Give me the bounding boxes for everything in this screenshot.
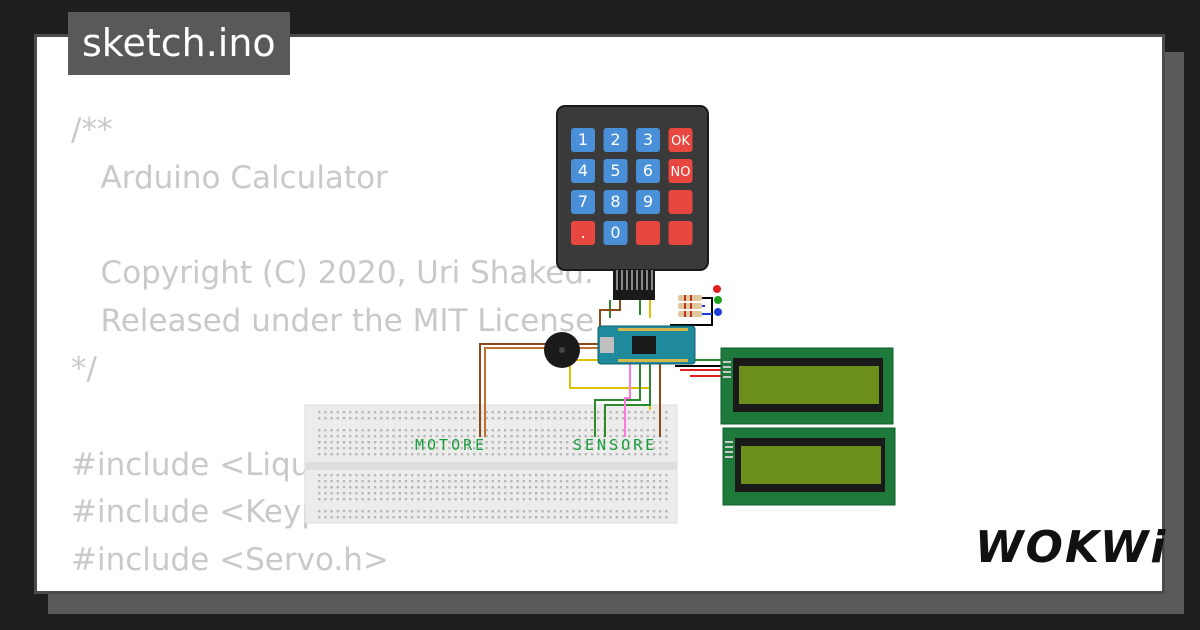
wire-pink xyxy=(624,360,631,437)
keypad-key xyxy=(571,128,595,152)
keypad-key xyxy=(603,190,628,214)
keypad-key xyxy=(571,190,595,214)
keypad-key xyxy=(636,221,660,245)
keypad-key-label: 6 xyxy=(643,161,653,180)
keypad-key-label: 8 xyxy=(610,192,620,211)
keypad-key-label: 1 xyxy=(578,130,588,149)
keypad-key-label: 3 xyxy=(643,130,653,149)
keypad-key xyxy=(636,190,660,214)
keypad-key xyxy=(668,159,693,183)
code-line: */ xyxy=(71,350,97,387)
code-line: Released under the MIT License. xyxy=(71,303,604,340)
keypad-key xyxy=(668,128,693,152)
leds xyxy=(713,285,722,316)
keypad-key-label: . xyxy=(580,223,585,242)
keypad-key xyxy=(668,190,693,214)
wire-green-1 xyxy=(594,360,641,437)
breadboard: MOTORE SENSORE xyxy=(304,404,678,524)
keypad-key xyxy=(603,128,628,152)
code-line: #include <Servo.h> xyxy=(71,542,389,579)
keypad-key-label: 9 xyxy=(643,192,653,211)
lcd-display-2 xyxy=(722,427,896,506)
arduino-nano xyxy=(597,325,696,365)
led-blue xyxy=(714,308,722,316)
wokwi-logo: WOKWi xyxy=(975,522,1168,573)
keypad-connector xyxy=(613,270,655,300)
keypad-key-label: 5 xyxy=(610,161,620,180)
buzzer xyxy=(544,332,580,368)
led-red xyxy=(713,285,721,293)
breadboard-label-motor: MOTORE xyxy=(415,436,487,454)
keypad-key-label: 4 xyxy=(578,161,588,180)
breadboard-label-sensor: SENSORE xyxy=(573,436,657,454)
keypad-key xyxy=(668,221,693,245)
keypad-key-label: 7 xyxy=(578,192,588,211)
led-green xyxy=(714,296,722,304)
resistors xyxy=(678,295,702,317)
keypad-key-label: 2 xyxy=(610,130,620,149)
keypad-key xyxy=(636,159,660,183)
file-tab[interactable]: sketch.ino xyxy=(68,12,290,75)
code-line: Arduino Calculator xyxy=(71,159,388,196)
wire-keypad-2 xyxy=(599,300,621,330)
keypad: 1 2 3 OK 4 5 6 NO 7 8 9. 0 xyxy=(556,105,709,300)
keypad-key xyxy=(636,128,660,152)
wire-green-2 xyxy=(604,362,651,437)
keypad-key xyxy=(603,221,628,245)
code-line: /** xyxy=(71,112,113,148)
lcd-display-1 xyxy=(720,347,894,425)
code-preview: /** Arduino Calculator Copyright (C) 202… xyxy=(71,107,604,585)
keypad-key xyxy=(603,159,628,183)
wire-yellow xyxy=(569,359,651,410)
keypad-key xyxy=(571,159,595,183)
keypad-key xyxy=(571,221,595,245)
keypad-key-label: OK xyxy=(671,134,690,149)
keypad-key-label: 0 xyxy=(610,223,620,242)
keypad-key-label: NO xyxy=(671,165,691,180)
